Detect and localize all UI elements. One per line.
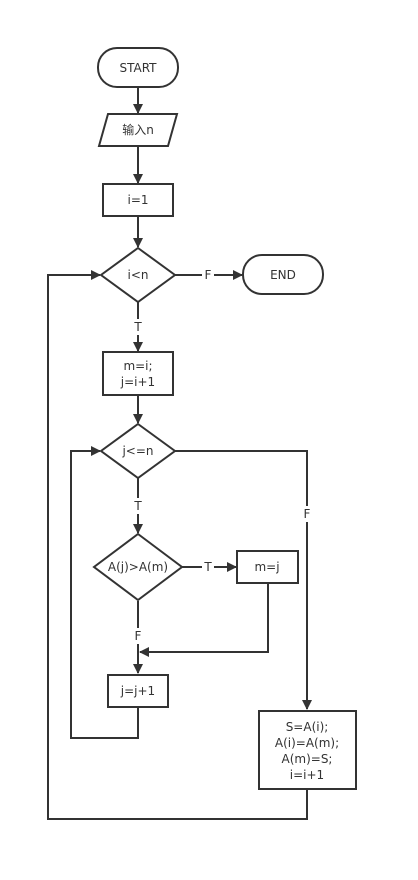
edges — [47, 87, 312, 820]
init-mj-line-1: m=i; — [123, 359, 152, 373]
label-outer-true: T — [133, 320, 142, 334]
swap-line-1: S=A(i); — [286, 720, 329, 734]
label-compare-true: T — [203, 560, 212, 574]
label-inner-true: T — [133, 499, 142, 513]
compare-condition-label: A(j)>A(m) — [108, 560, 168, 574]
outer-condition-label: i<n — [128, 268, 149, 282]
start-node-label: START — [119, 61, 157, 75]
edge-assign-m-to-merge — [139, 584, 269, 657]
edge-swap-loop-back — [47, 270, 308, 820]
init-i-node: i=1 — [102, 183, 174, 217]
inner-condition-label: j<=n — [121, 444, 153, 458]
nodes: START 输入n i=1 i<n END m=i; j=i+1 — [92, 47, 357, 790]
edge-inner-false-to-swap — [175, 450, 312, 710]
start-node: START — [97, 47, 179, 88]
label-compare-false: F — [135, 629, 142, 643]
outer-condition-node: i<n — [99, 246, 177, 304]
inc-j-label: j=j+1 — [120, 684, 155, 698]
swap-line-3: A(m)=S; — [282, 752, 333, 766]
edge-inc-j-loop-back — [70, 446, 139, 739]
inc-j-node: j=j+1 — [107, 674, 169, 708]
assign-m-label: m=j — [254, 560, 279, 574]
inner-condition-node: j<=n — [99, 422, 177, 480]
swap-line-2: A(i)=A(m); — [275, 736, 339, 750]
end-node: END — [242, 254, 324, 295]
swap-line-4: i=i+1 — [290, 768, 324, 782]
assign-m-node: m=j — [236, 550, 299, 584]
init-mj-node: m=i; j=i+1 — [102, 351, 174, 396]
input-node: 输入n — [97, 113, 179, 147]
label-outer-false: F — [205, 268, 212, 282]
end-node-label: END — [270, 268, 296, 282]
input-node-label: 输入n — [122, 122, 154, 137]
label-inner-false: F — [304, 507, 311, 521]
edge-labels: F T T T F F — [132, 267, 313, 644]
swap-node: S=A(i); A(i)=A(m); A(m)=S; i=i+1 — [258, 710, 357, 790]
init-i-node-label: i=1 — [127, 193, 148, 207]
compare-condition-node: A(j)>A(m) — [92, 532, 184, 602]
init-mj-line-2: j=i+1 — [120, 375, 155, 389]
